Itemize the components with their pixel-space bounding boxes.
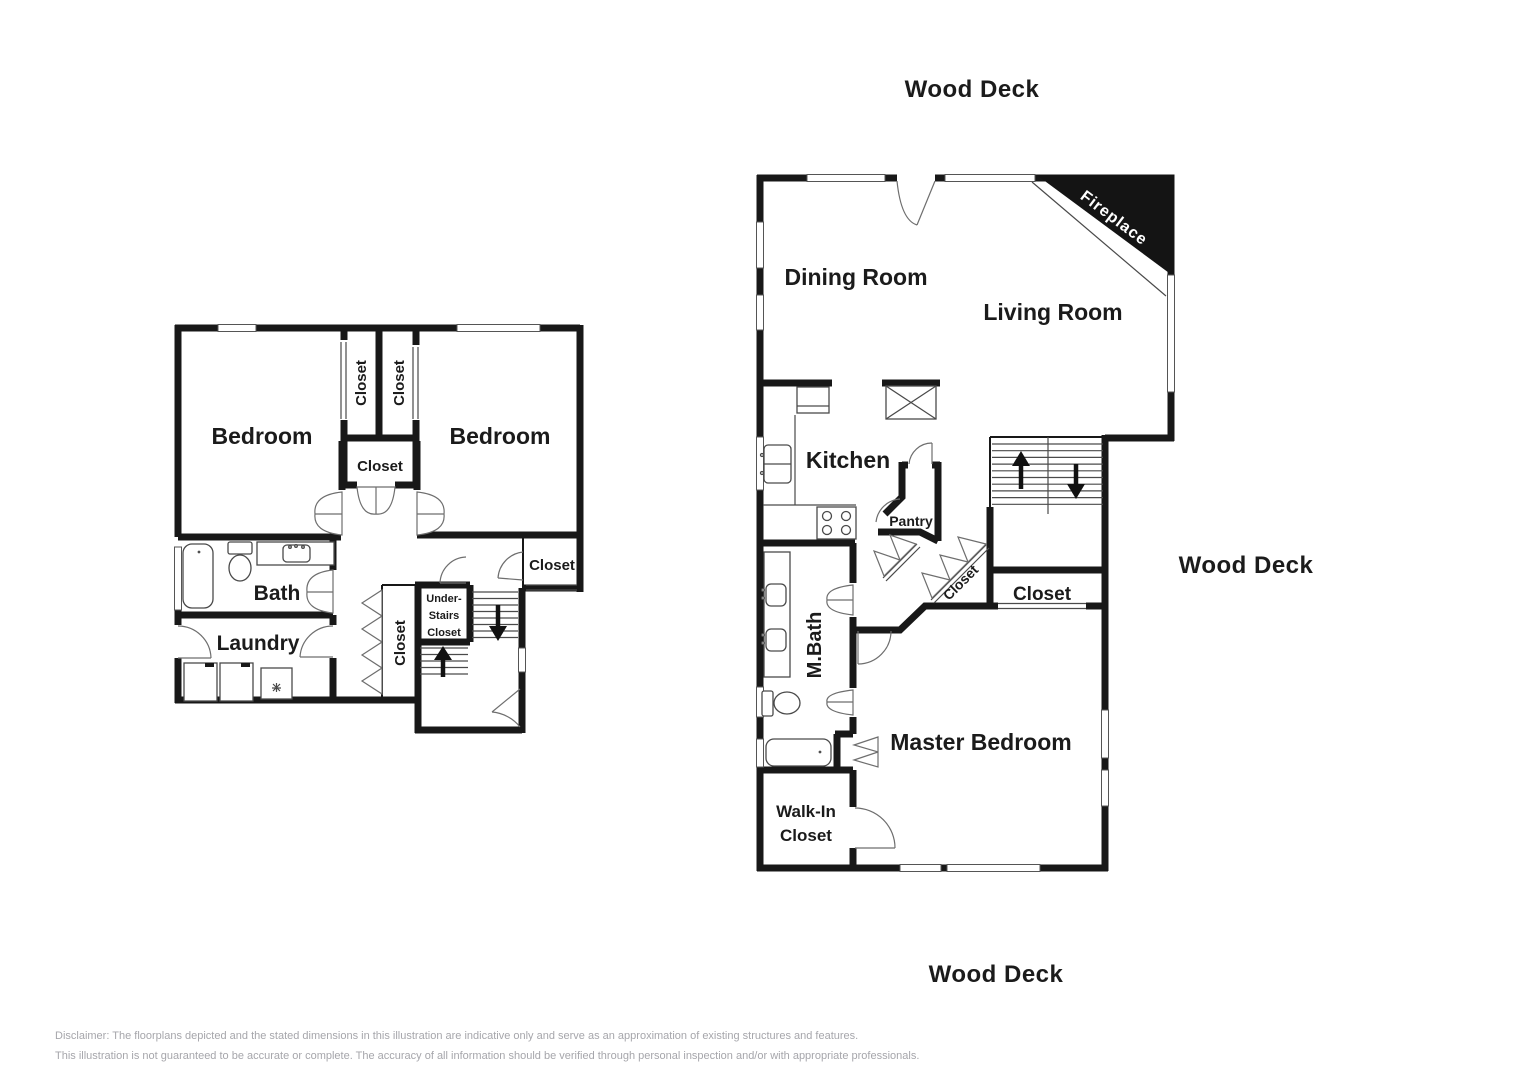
room-label-understairs-2: Stairs bbox=[429, 610, 460, 622]
stairs-down-arrow-icon bbox=[489, 605, 507, 641]
wood-deck-label-right: Wood Deck bbox=[1178, 552, 1314, 579]
room-label-pantry: Pantry bbox=[889, 513, 933, 529]
disclaimer-text: Disclaimer: The floorplans depicted and … bbox=[55, 1026, 919, 1066]
room-label-understairs-1: Under- bbox=[426, 593, 462, 605]
utility-sink-icon bbox=[260, 667, 293, 700]
main-fixtures bbox=[759, 385, 937, 767]
mbath-toilet-icon bbox=[761, 690, 801, 717]
disclaimer-line-1: Disclaimer: The floorplans depicted and … bbox=[55, 1030, 859, 1042]
room-label-laundry: Laundry bbox=[217, 632, 300, 655]
stove-icon bbox=[816, 506, 857, 540]
room-label-living: Living Room bbox=[983, 299, 1122, 325]
bathtub-icon bbox=[182, 543, 214, 609]
chase-icon bbox=[885, 385, 937, 420]
room-label-bath: Bath bbox=[254, 582, 301, 605]
bath-sink-icon bbox=[256, 541, 335, 566]
kitchen-counter bbox=[763, 415, 856, 506]
room-label-understairs-3: Closet bbox=[427, 627, 461, 639]
room-label-kitchen: Kitchen bbox=[806, 447, 890, 473]
room-label-bedroom-left: Bedroom bbox=[212, 423, 313, 449]
upper-fixtures bbox=[182, 541, 335, 702]
upper-floor-plan: Bedroom Bedroom Closet Closet Closet Bat… bbox=[174, 324, 584, 734]
stairs-up-arrow-icon bbox=[434, 646, 452, 677]
room-label-walkin-1: Walk-In bbox=[776, 802, 836, 821]
fireplace: Fireplace bbox=[1031, 174, 1175, 297]
main-stairs bbox=[992, 437, 1103, 514]
stairs-down-arrow-icon bbox=[1067, 464, 1085, 499]
room-label-closet-right: Closet bbox=[391, 360, 408, 406]
room-label-closet-stairs: Closet bbox=[1013, 584, 1072, 605]
mbath-vanity-icon bbox=[761, 551, 791, 678]
fireplace-icon bbox=[1036, 174, 1175, 277]
washer-dryer-icon bbox=[183, 662, 254, 702]
main-doors bbox=[826, 180, 990, 849]
toilet-icon bbox=[227, 541, 253, 582]
refrigerator-icon bbox=[796, 386, 830, 414]
room-label-closet-left: Closet bbox=[353, 360, 370, 406]
stairs-up-arrow-icon bbox=[1012, 451, 1030, 489]
disclaimer-line-2: This illustration is not guaranteed to b… bbox=[55, 1050, 920, 1062]
room-label-bedroom-right: Bedroom bbox=[450, 423, 551, 449]
main-floor-plan: Fireplace bbox=[756, 174, 1175, 872]
upper-doors bbox=[177, 486, 524, 728]
mbath-tub-icon bbox=[765, 738, 832, 767]
upper-stairs bbox=[420, 591, 518, 677]
room-label-walkin-2: Closet bbox=[780, 826, 832, 845]
upper-labels: Bedroom Bedroom Closet Closet Closet Bat… bbox=[212, 360, 575, 666]
room-label-closet-middle: Closet bbox=[357, 458, 403, 475]
kitchen-sink-icon bbox=[759, 444, 792, 484]
room-label-mbath: M.Bath bbox=[804, 612, 826, 679]
upper-windows bbox=[174, 324, 541, 673]
main-walls bbox=[756, 174, 1175, 872]
wood-deck-label-bottom: Wood Deck bbox=[928, 961, 1064, 988]
room-label-master: Master Bedroom bbox=[890, 729, 1071, 755]
room-label-dining: Dining Room bbox=[784, 264, 927, 290]
wood-deck-label-top: Wood Deck bbox=[904, 76, 1040, 103]
main-windows bbox=[756, 174, 1175, 872]
room-label-closet-small: Closet bbox=[529, 557, 575, 574]
room-label-hall-closet: Closet bbox=[392, 620, 409, 666]
